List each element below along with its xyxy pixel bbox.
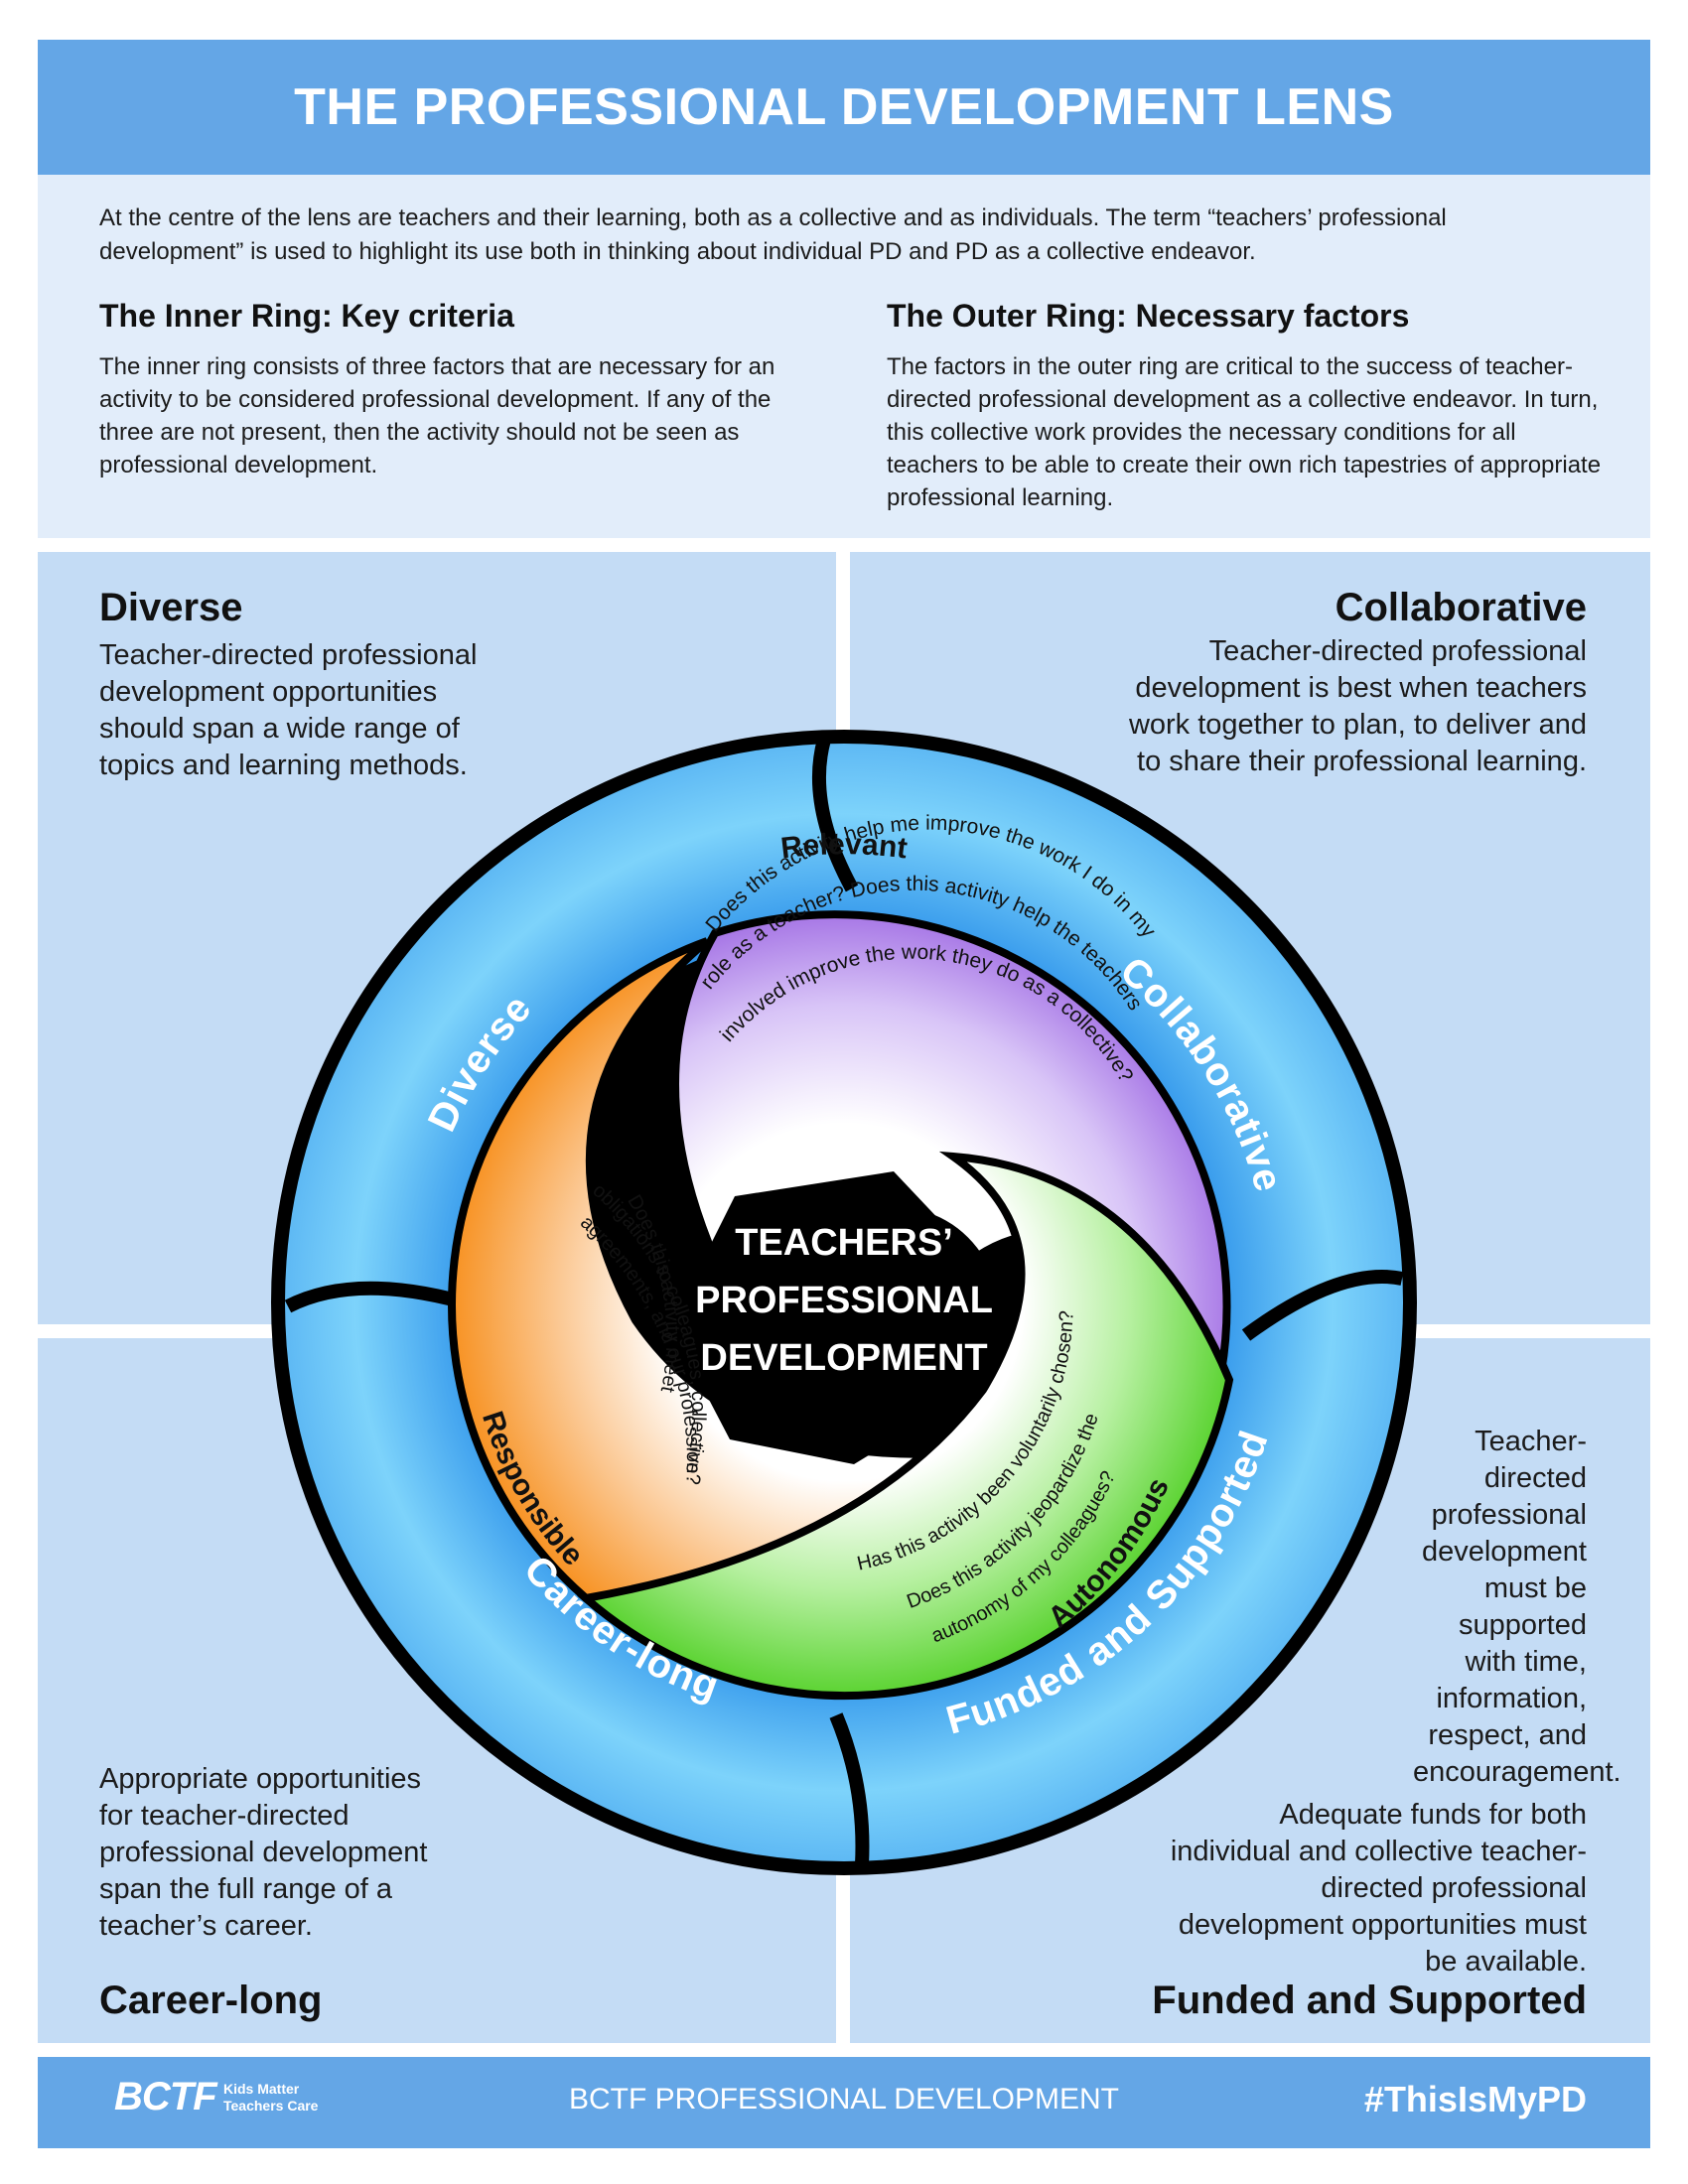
divider-left: [284, 1281, 477, 1313]
center-hub: [670, 1171, 978, 1464]
bctf-logo-tagline: Kids Matter Teachers Care: [223, 2081, 318, 2115]
logo-tag-line-1: Kids Matter: [223, 2081, 300, 2097]
segment-autonomous: [577, 1151, 1234, 1701]
bctf-logo: BCTF: [114, 2075, 217, 2118]
center-line-2: PROFESSIONAL: [695, 1280, 993, 1321]
corner-title-collaborative: Collaborative: [1335, 586, 1587, 629]
inner-ring-description: The inner ring consists of three factors…: [99, 353, 775, 478]
divider-top: [811, 738, 859, 892]
page-title: THE PROFESSIONAL DEVELOPMENT LENS: [294, 78, 1394, 136]
corner-text-funded-2: Adequate funds for both individual and c…: [1170, 1799, 1587, 1978]
divider-right: [1241, 1269, 1404, 1341]
svg-text:Relevant: Relevant: [779, 828, 910, 865]
corner-text-career-long: Appropriate opportunities for teacher-di…: [99, 1763, 428, 1942]
corner-text-collaborative: Teacher-directed professional developmen…: [1128, 635, 1587, 777]
divider-bottom: [829, 1712, 870, 1865]
title-banner: THE PROFESSIONAL DEVELOPMENT LENS: [38, 40, 1650, 175]
footer-center-text: BCTF PROFESSIONAL DEVELOPMENT: [569, 2083, 1119, 2116]
inner-ring-heading: The Inner Ring: Key criteria: [99, 298, 514, 334]
intro-paragraph: At the centre of the lens are teachers a…: [99, 205, 1447, 265]
corner-text-diverse: Teacher-directed professional developmen…: [99, 639, 478, 781]
center-line-3: DEVELOPMENT: [700, 1337, 987, 1379]
logo-tag-line-2: Teachers Care: [223, 2098, 319, 2114]
center-line-1: TEACHERS’: [735, 1222, 953, 1264]
label-relevant: Relevant: [779, 828, 910, 865]
intro-panel: [38, 175, 1650, 538]
outer-ring-heading: The Outer Ring: Necessary factors: [887, 298, 1410, 334]
outer-ring-description: The factors in the outer ring are critic…: [887, 353, 1602, 511]
corner-text-funded-1: Teacher-directed professional developmen…: [1413, 1426, 1621, 1788]
footer-hashtag: #ThisIsMyPD: [1363, 2079, 1587, 2119]
corner-title-diverse: Diverse: [99, 586, 243, 629]
corner-title-funded: Funded and Supported: [1152, 1979, 1587, 2022]
corner-title-career-long: Career-long: [99, 1979, 323, 2022]
footer-bar: [38, 2057, 1650, 2148]
